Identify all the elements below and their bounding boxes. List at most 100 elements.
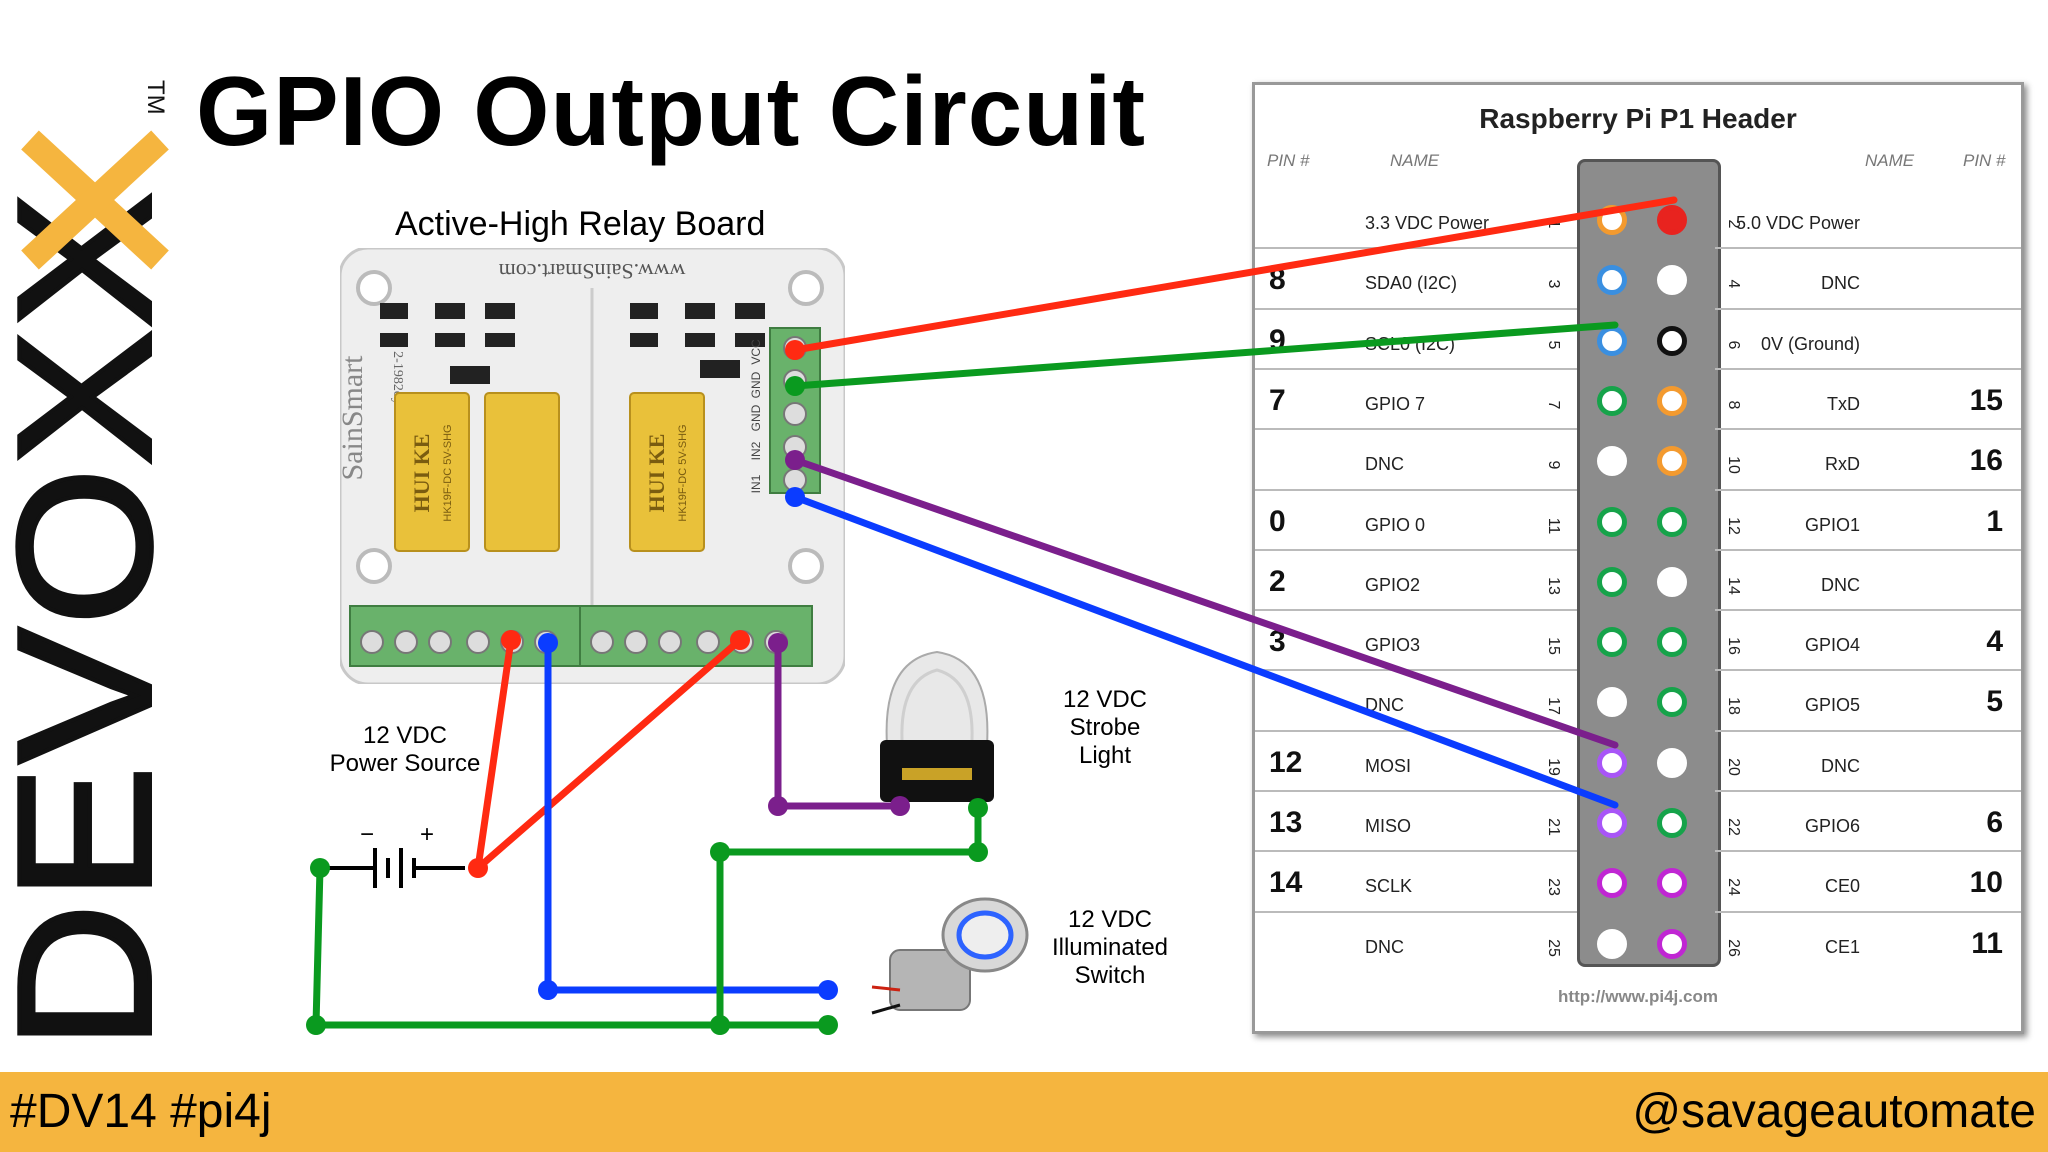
pin-name-right: RxD (1825, 454, 1860, 475)
pin-name-left: GPIO2 (1365, 574, 1421, 595)
pin-23-icon (1597, 868, 1627, 899)
wiringpi-number-right: 15 (1969, 383, 2003, 417)
footer-hashtags: #DV14 #pi4j (10, 1085, 272, 1138)
row-divider-right (1715, 488, 2021, 491)
pin-name-left: DNC (1365, 454, 1404, 475)
relay-2 (484, 392, 560, 552)
pin-10-icon (1657, 446, 1687, 477)
pin-name-right: 0V (Ground) (1760, 333, 1860, 354)
pin-11-icon (1597, 506, 1627, 537)
pin-name-left: SDA0 (I2C) (1365, 273, 1458, 294)
pin-number-left: 25 (1545, 938, 1562, 957)
pin-name-right: GPIO5 (1804, 695, 1860, 716)
row-divider-left (1255, 729, 1577, 732)
svg-text:HUI KE: HUI KE (409, 434, 434, 513)
row-divider-left (1255, 669, 1577, 672)
pin-name-right: 5.0 VDC Power (1735, 213, 1860, 233)
pin-number-left: 19 (1545, 757, 1562, 776)
pin-name-right: DNC (1821, 755, 1860, 776)
strobe-light-image (880, 650, 994, 802)
logo-x-accent (21, 130, 169, 270)
pin-number-left: 5 (1545, 340, 1562, 350)
board-brand-silkscreen: SainSmart (340, 355, 369, 481)
col-head-pin-right: PIN # (1963, 151, 2006, 170)
row-divider-right (1715, 548, 2021, 551)
pin-number-left: 17 (1545, 697, 1562, 716)
pin-26-icon (1657, 928, 1687, 959)
pin-name-left: 3.3 VDC Power (1365, 213, 1490, 233)
wiringpi-number-right: 11 (1971, 926, 2003, 960)
row-divider-right (1715, 428, 2021, 431)
pin-5-icon (1597, 325, 1627, 356)
illuminated-switch-caption: 12 VDC Illuminated Switch (1051, 906, 1169, 989)
pin-24-icon (1657, 868, 1687, 899)
row-divider-right (1715, 729, 2021, 732)
pin-name-left: MOSI (1365, 755, 1412, 776)
pin-name-right: DNC (1821, 574, 1860, 595)
pin-name-right: GPIO1 (1804, 514, 1860, 535)
devoxx-logo: DEVOXX TM (0, 80, 175, 1050)
pin-number-left: 23 (1545, 878, 1562, 897)
pin-number-left: 1 (1545, 219, 1562, 229)
pin-7-icon (1597, 385, 1627, 416)
wiringpi-number-left: 0 (1269, 504, 1286, 538)
pi-header-panel: Raspberry Pi P1 Header PIN # NAME NAME P… (1252, 82, 2024, 1034)
strobe-light-caption: 12 VDC Strobe Light (1062, 686, 1148, 769)
page-title: GPIO Output Circuit (196, 56, 1146, 166)
wire-switch-blue (544, 639, 832, 994)
pin-19-icon (1597, 747, 1627, 778)
pin-name-right: CE0 (1824, 876, 1860, 897)
row-divider-left (1255, 247, 1577, 250)
row-divider-right (1715, 307, 2021, 310)
battery-minus: − (360, 821, 374, 848)
row-divider-right (1715, 247, 2021, 250)
relay-board-label: Active-High Relay Board (395, 205, 766, 243)
row-divider-right (1715, 790, 2021, 792)
logo-trademark: TM (142, 80, 169, 115)
pin-8-icon (1657, 385, 1687, 416)
pin-name-right: TxD (1827, 393, 1860, 414)
wiringpi-number-left: 3 (1269, 625, 1286, 659)
svg-text:HK19F-DC 5V-SHG: HK19F-DC 5V-SHG (442, 424, 454, 521)
wiringpi-number-left: 13 (1269, 806, 1303, 839)
wiringpi-number-left: 2 (1269, 564, 1286, 598)
row-divider-left (1255, 307, 1577, 310)
pin-14-icon (1657, 566, 1687, 597)
col-head-pin-left: PIN # (1267, 151, 1310, 170)
pin-9-icon (1597, 446, 1627, 477)
pin-name-left: SCL0 (I2C) (1365, 333, 1456, 354)
terminal-label-gnd-2: GND (749, 404, 763, 431)
relay-1: HUI KE HK19F-DC 5V-SHG (394, 392, 470, 552)
row-divider-left (1255, 790, 1577, 792)
relay-board-image: www.SainSmart.com SainSmart 2-1982oy HUI… (340, 248, 845, 684)
pin-13-icon (1597, 566, 1627, 597)
row-divider-left (1255, 428, 1577, 431)
row-divider-left (1255, 910, 1577, 913)
col-head-name-right: NAME (1865, 151, 1915, 170)
battery-symbol: − + (320, 821, 465, 888)
pi4j-url: http://www.pi4j.com (1558, 987, 1718, 1006)
pin-number-left: 9 (1545, 460, 1562, 470)
wiringpi-number-right: 6 (1986, 806, 2003, 839)
pin-25-icon (1597, 928, 1627, 959)
board-model-silkscreen: 2-1982oy (390, 351, 405, 405)
row-divider-left (1255, 850, 1577, 853)
terminal-label-in1: IN1 (749, 474, 763, 493)
pin-20-icon (1657, 747, 1687, 778)
row-divider-right (1715, 609, 2021, 612)
power-source-caption: 12 VDC Power Source (329, 722, 481, 777)
pin-number-left: 11 (1545, 517, 1562, 534)
terminal-label-gnd: GND (749, 371, 763, 398)
logo-wordmark: DEVOXX (0, 190, 175, 1050)
col-head-name-left: NAME (1390, 151, 1440, 170)
pin-21-icon (1597, 808, 1627, 838)
pin-name-left: DNC (1365, 936, 1404, 957)
wiringpi-number-right: 5 (1986, 685, 2003, 719)
pin-number-left: 21 (1545, 818, 1562, 836)
pi-header-title: Raspberry Pi P1 Header (1479, 103, 1797, 134)
wiringpi-number-right: 1 (1986, 504, 2003, 538)
pin-name-left: GPIO 7 (1365, 393, 1426, 414)
pin-name-left: SCLK (1365, 876, 1413, 897)
row-divider-left (1255, 548, 1577, 551)
wiringpi-number-right: 16 (1969, 444, 2003, 478)
